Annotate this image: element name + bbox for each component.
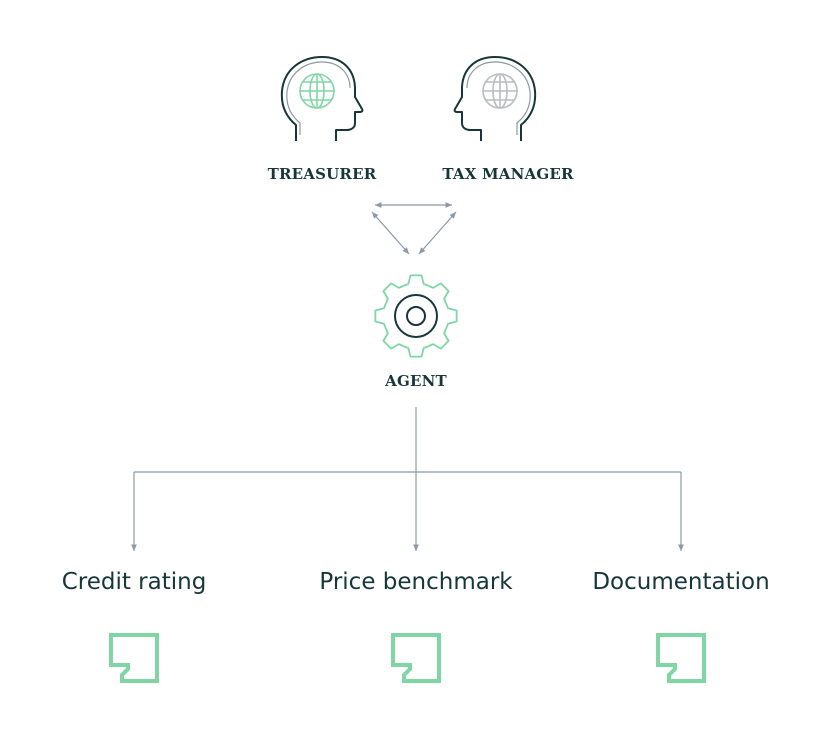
output-label-documentation: Documentation (592, 569, 770, 595)
arrow-taxmanager-agent (418, 211, 457, 255)
document-icon (391, 633, 441, 683)
document-icon (109, 633, 159, 683)
role-label-treasurer: TREASURER (267, 165, 377, 183)
output-label-credit-rating: Credit rating (61, 569, 207, 595)
arrow-treasurer-agent (371, 211, 410, 255)
agent-label: AGENT (385, 372, 447, 390)
head-globe-icon (280, 56, 364, 141)
document-icon (656, 633, 706, 683)
role-label-tax-manager: TAX MANAGER (442, 165, 574, 183)
head-globe-icon (453, 56, 537, 141)
gear-icon (374, 274, 458, 358)
output-label-price-benchmark: Price benchmark (319, 569, 513, 595)
